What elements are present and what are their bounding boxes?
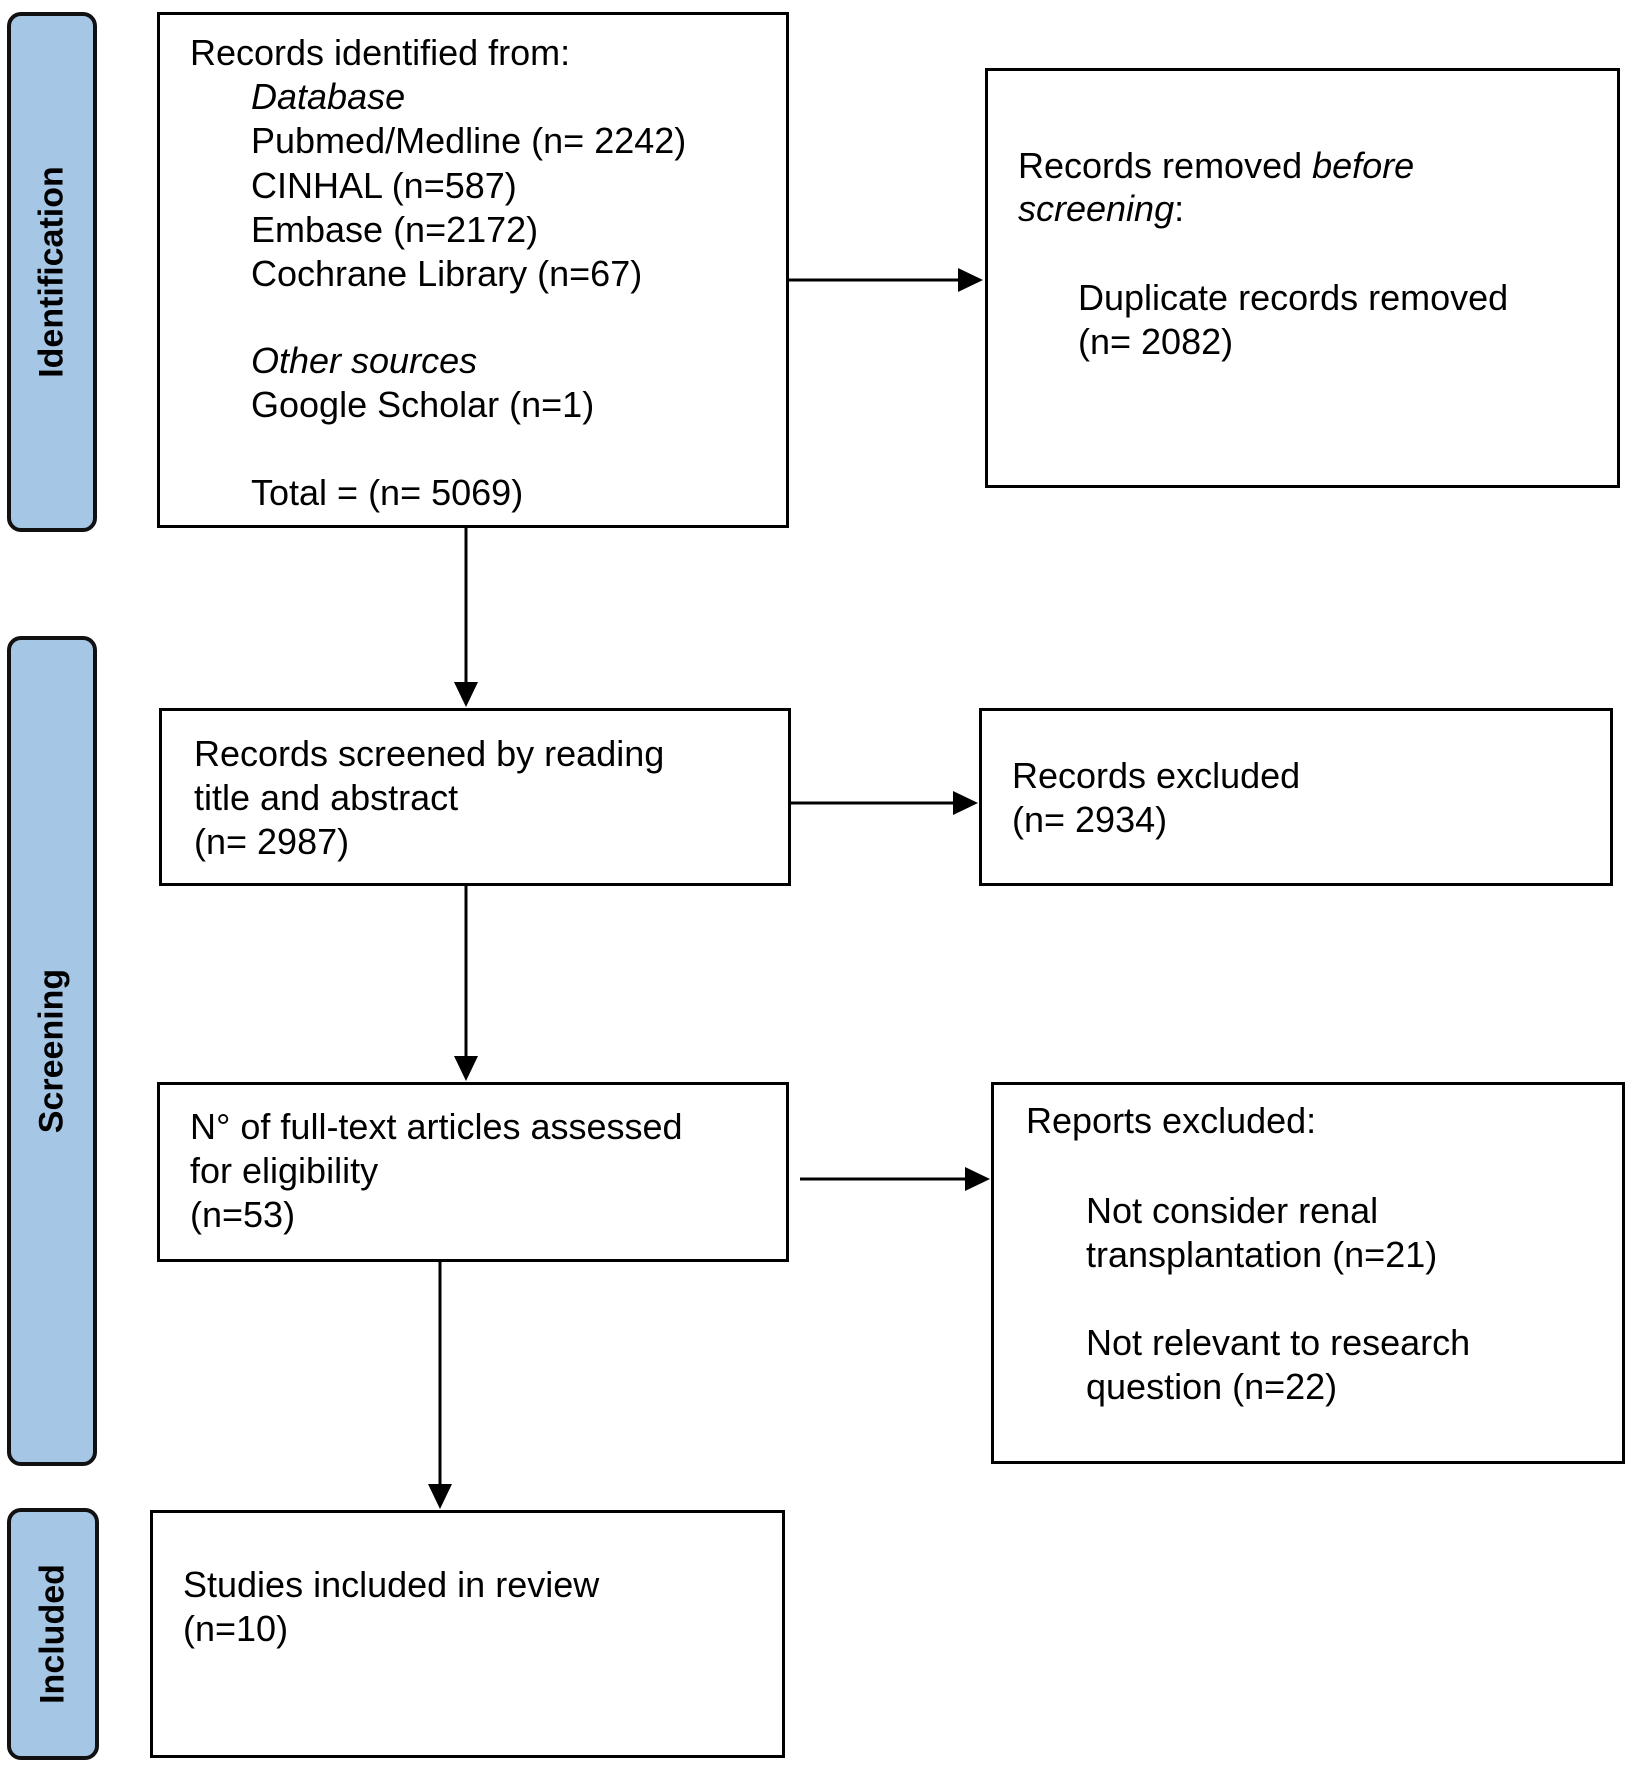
identified-total: Total = (n= 5069) bbox=[251, 472, 524, 513]
phase-included: Included bbox=[7, 1508, 99, 1760]
database-label: Database bbox=[251, 76, 406, 117]
source-embase: Embase (n=2172) bbox=[251, 209, 539, 250]
source-google-scholar: Google Scholar (n=1) bbox=[251, 384, 595, 425]
excluded-heading: Records excluded bbox=[1012, 755, 1301, 796]
reason-renal-line2: transplantation (n=21) bbox=[1086, 1234, 1438, 1275]
other-sources-label: Other sources bbox=[251, 340, 478, 381]
fulltext-line1: N° of full-text articles assessed bbox=[190, 1106, 683, 1147]
phase-screening-label: Screening bbox=[32, 968, 71, 1134]
arrowhead-fulltext bbox=[454, 1056, 478, 1081]
duplicates-removed: Duplicate records removed bbox=[1078, 277, 1509, 318]
arrowhead-included bbox=[428, 1484, 452, 1509]
screened-count: (n= 2987) bbox=[194, 821, 350, 862]
records-removed-box: Records removed before screening: Duplic… bbox=[985, 68, 1620, 488]
reason-relevance-line2: question (n=22) bbox=[1086, 1366, 1338, 1407]
phase-included-label: Included bbox=[33, 1564, 72, 1704]
source-pubmed: Pubmed/Medline (n= 2242) bbox=[251, 120, 687, 161]
identified-heading: Records identified from: bbox=[190, 32, 571, 73]
removed-heading-line1: Records removed before bbox=[1018, 145, 1415, 186]
reason-relevance-line1: Not relevant to research bbox=[1086, 1322, 1471, 1363]
studies-included-box: Studies included in review (n=10) bbox=[150, 1510, 785, 1758]
phase-screening: Screening bbox=[7, 636, 97, 1466]
screened-line2: title and abstract bbox=[194, 777, 459, 818]
duplicates-removed-count: (n= 2082) bbox=[1078, 321, 1234, 362]
arrowhead-screened bbox=[454, 682, 478, 707]
fulltext-count: (n=53) bbox=[190, 1194, 296, 1235]
records-identified-box: Records identified from: Database Pubmed… bbox=[157, 12, 789, 528]
included-heading: Studies included in review bbox=[183, 1564, 600, 1605]
included-count: (n=10) bbox=[183, 1608, 289, 1649]
screened-line1: Records screened by reading bbox=[194, 733, 665, 774]
arrowhead-reports bbox=[965, 1167, 990, 1191]
phase-identification-label: Identification bbox=[32, 166, 71, 378]
records-screened-box: Records screened by reading title and ab… bbox=[159, 708, 791, 886]
fulltext-assessed-box: N° of full-text articles assessed for el… bbox=[157, 1082, 789, 1262]
removed-heading-line2: screening: bbox=[1018, 188, 1185, 229]
records-excluded-box: Records excluded (n= 2934) bbox=[979, 708, 1613, 886]
reports-excluded-box: Reports excluded: Not consider renal tra… bbox=[991, 1082, 1625, 1464]
arrowhead-removed bbox=[958, 268, 983, 292]
source-cochrane: Cochrane Library (n=67) bbox=[251, 253, 643, 294]
reports-heading: Reports excluded: bbox=[1026, 1100, 1317, 1141]
excluded-count: (n= 2934) bbox=[1012, 799, 1168, 840]
fulltext-line2: for eligibility bbox=[190, 1150, 379, 1191]
source-cinhal: CINHAL (n=587) bbox=[251, 165, 517, 206]
reason-renal-line1: Not consider renal bbox=[1086, 1190, 1379, 1231]
phase-identification: Identification bbox=[7, 12, 97, 532]
arrowhead-excluded bbox=[953, 791, 978, 815]
